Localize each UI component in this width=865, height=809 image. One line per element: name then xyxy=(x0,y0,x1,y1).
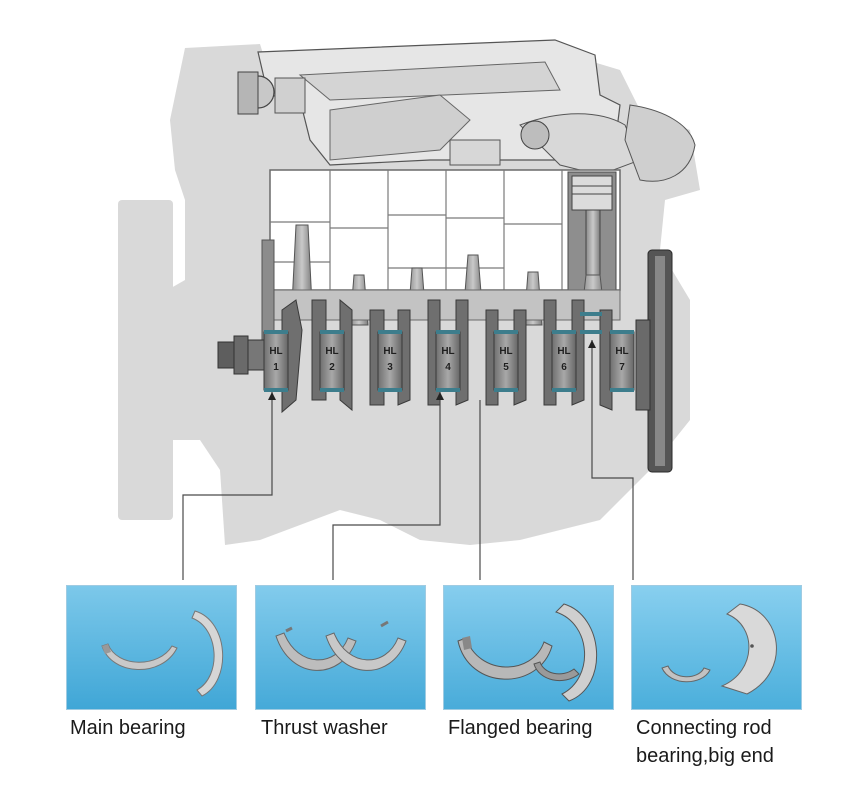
bearing-mark-number: 2 xyxy=(329,362,335,373)
callout-arrowheads xyxy=(268,340,596,400)
photo-flanged-bearing xyxy=(443,585,614,710)
photo-main-bearing xyxy=(66,585,237,710)
photo-connecting-rod-bearing xyxy=(631,585,802,710)
crankshaft xyxy=(263,298,635,414)
flanged-bearing-icon xyxy=(444,586,613,709)
bearing-mark-number: 4 xyxy=(445,362,451,373)
bearing-mark-code: HL xyxy=(441,346,454,357)
bearing-mark-code: HL xyxy=(269,346,282,357)
bearing-mark-code: HL xyxy=(325,346,338,357)
callout-lines xyxy=(182,340,634,580)
bearing-mark-number: 7 xyxy=(619,362,625,373)
connecting-rod-bearing-icon xyxy=(632,586,801,709)
main-bearing-icon xyxy=(67,586,236,709)
bearing-mark-code: HL xyxy=(615,346,628,357)
bearing-mark-number: 1 xyxy=(273,362,279,373)
caption-connecting-rod-bearing: Connecting rod bearing,big end xyxy=(636,717,774,767)
bearing-mark-code: HL xyxy=(383,346,396,357)
bearing-mark-number: 6 xyxy=(561,362,567,373)
thrust-washer-icon xyxy=(256,586,425,709)
bearing-mark-number: 3 xyxy=(387,362,393,373)
cylinder-head xyxy=(237,39,696,182)
bearing-mark-number: 5 xyxy=(503,362,509,373)
cylinder-block xyxy=(269,169,621,291)
crankshaft-snout xyxy=(217,335,265,375)
bearing-mark-code: HL xyxy=(499,346,512,357)
caption-main-bearing: Main bearing xyxy=(70,717,186,739)
bearing-mark-code: HL xyxy=(557,346,570,357)
caption-flanged-bearing: Flanged bearing xyxy=(448,717,593,739)
bearing-marks: HL 1 HL 2 HL 3 HL 4 HL 5 HL 6 HL 7 xyxy=(269,346,628,373)
caption-thrust-washer: Thrust washer xyxy=(261,717,388,739)
flywheel xyxy=(635,249,673,473)
photo-thrust-washer xyxy=(255,585,426,710)
